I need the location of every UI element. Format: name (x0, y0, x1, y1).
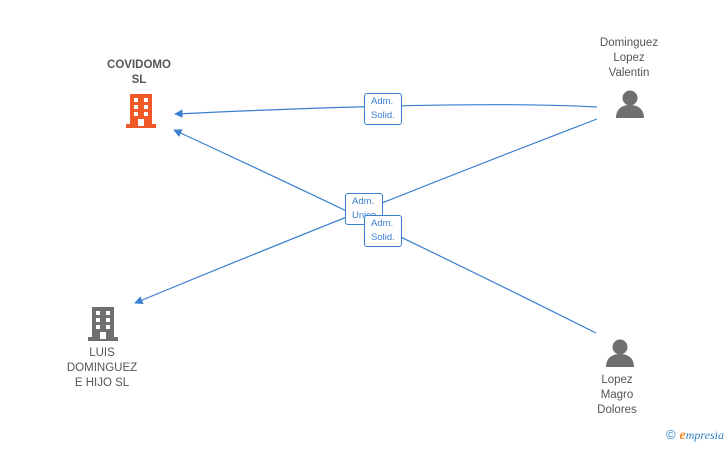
node-label-line: COVIDOMO (107, 59, 171, 71)
node-label-line: Dolores (597, 404, 637, 416)
node-label-line: Magro (600, 389, 634, 401)
edge-label-line: Solid. (371, 232, 395, 243)
node-label-line: E HIJO SL (74, 377, 130, 389)
node-label-line: DOMINGUEZ (66, 362, 138, 374)
node-label-line: SL (131, 74, 147, 86)
node-label-line: Lopez (601, 374, 633, 386)
person-icon[interactable] (616, 90, 644, 119)
node-label-luis[interactable]: LUIS DOMINGUEZ E HIJO SL (54, 346, 150, 391)
node-label-dolores[interactable]: Lopez Magro Dolores (575, 373, 659, 418)
edge-label-line: Solid. (371, 110, 395, 121)
person-icon[interactable] (606, 339, 634, 368)
node-label-line: LUIS (89, 347, 115, 359)
building-icon[interactable] (126, 94, 156, 128)
copyright-icon: © (665, 427, 676, 442)
brand-logo-e: e (679, 428, 686, 443)
brand-watermark: ©empresia (666, 427, 724, 444)
brand-logo-text: mpresia (685, 428, 724, 442)
node-label-valentin[interactable]: Dominguez Lopez Valentin (584, 36, 674, 81)
building-icon[interactable] (88, 307, 118, 341)
node-label-line: Valentin (608, 67, 650, 79)
edge-label-line: Adm. (371, 96, 394, 107)
edge-label-dolores-covidomo[interactable]: Adm. Solid. (364, 215, 402, 247)
node-label-line: Dominguez (599, 37, 659, 49)
node-label-covidomo[interactable]: COVIDOMO SL (95, 58, 183, 88)
edge-valentin-covidomo (174, 104, 598, 118)
edge-label-valentin-covidomo[interactable]: Adm. Solid. (364, 93, 402, 125)
edge-label-line: Adm. (371, 218, 394, 229)
node-label-line: Lopez (613, 52, 645, 64)
edge-label-line: Adm. (352, 196, 375, 207)
